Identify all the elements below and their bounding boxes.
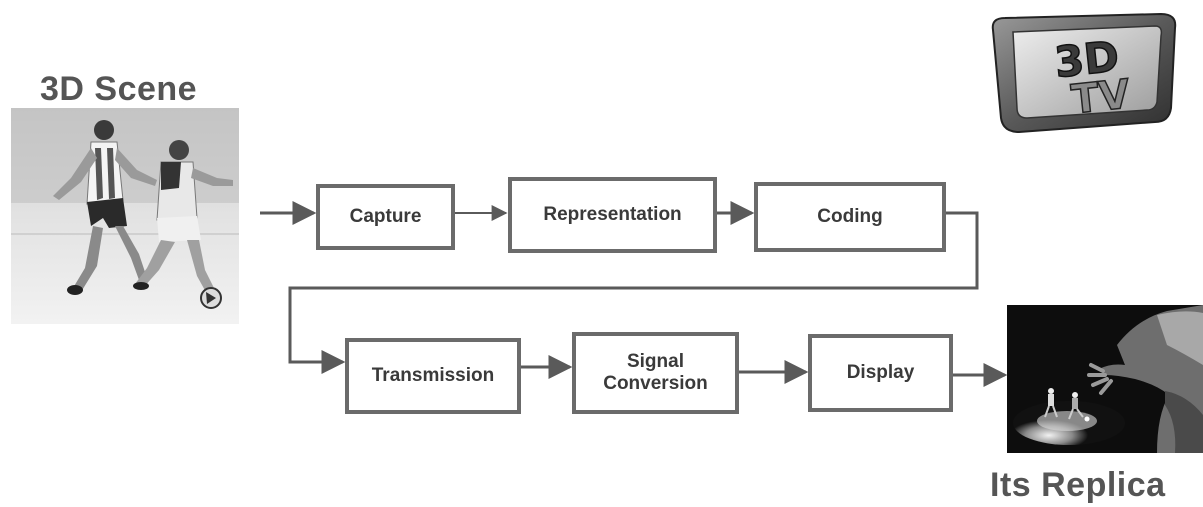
coding-box: Coding (754, 182, 946, 252)
arrow-coding-to-transmission (288, 211, 979, 374)
scene-title: 3D Scene (40, 70, 198, 108)
representation-box: Representation (508, 177, 717, 253)
transmission-box: Transmission (345, 338, 521, 414)
capture-box: Capture (316, 184, 455, 250)
transmission-label: Transmission (371, 365, 495, 387)
scene-photo (11, 108, 239, 324)
svg-text:3D: 3D (1052, 32, 1121, 87)
svg-text:TV: TV (1069, 71, 1132, 123)
display-label: Display (846, 362, 915, 384)
representation-label: Representation (543, 204, 682, 226)
capture-label: Capture (349, 206, 422, 228)
coding-label: Coding (817, 206, 883, 228)
signal-conversion-box: Signal Conversion (572, 332, 739, 414)
replica-photo (1007, 305, 1203, 453)
3d-tv-logo: 3D TV (985, 12, 1185, 134)
signal-conversion-label: Signal Conversion (603, 351, 708, 394)
display-box: Display (808, 334, 953, 412)
replica-title: Its Replica (990, 466, 1166, 504)
